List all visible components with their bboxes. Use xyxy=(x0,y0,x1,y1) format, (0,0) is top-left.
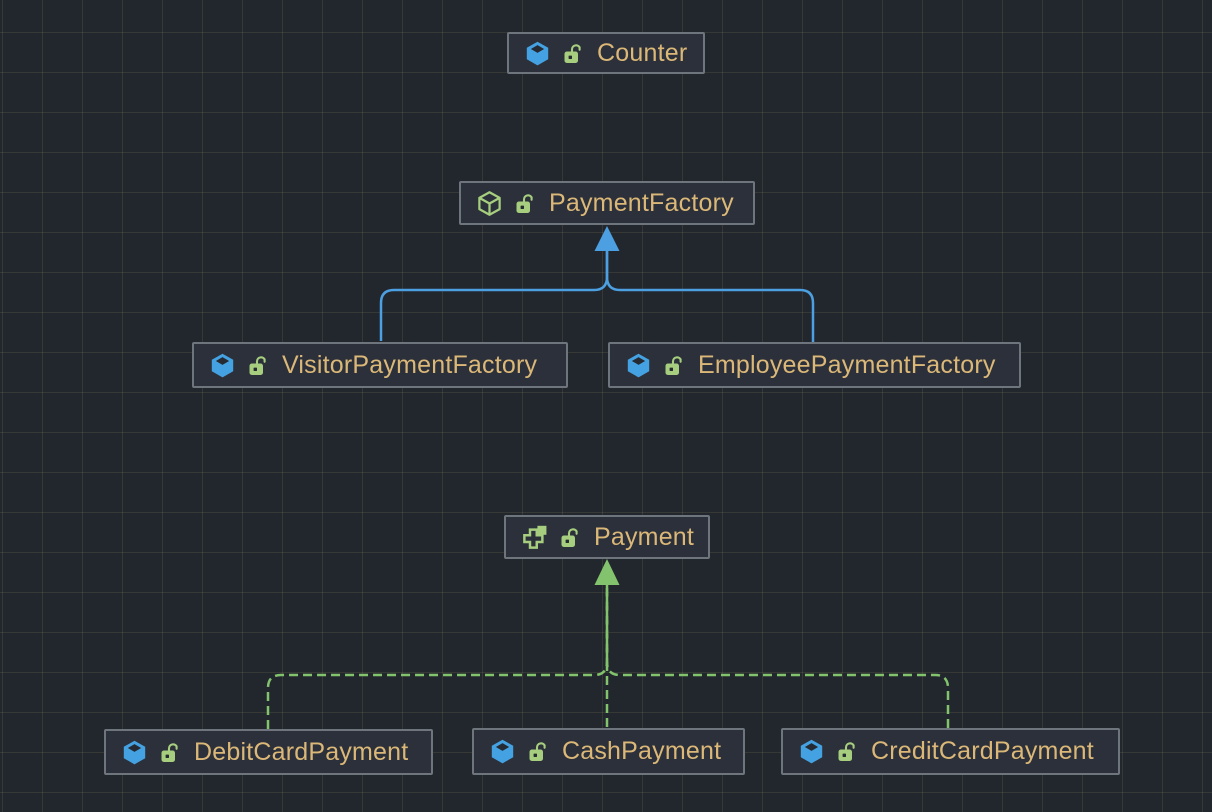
node-label: VisitorPaymentFactory xyxy=(282,350,538,379)
node-label: Payment xyxy=(594,522,695,551)
public-lock-open-icon xyxy=(662,353,684,378)
extends-edge-visitor-payment-factory[interactable] xyxy=(379,249,609,341)
class-node-credit-card-payment[interactable]: CreditCardPayment xyxy=(781,728,1120,775)
node-label: Counter xyxy=(597,38,688,67)
class-icon xyxy=(524,40,551,67)
class-icon xyxy=(209,352,236,379)
abstract-class-icon xyxy=(476,190,503,217)
extends-edges xyxy=(379,226,815,342)
class-node-employee-payment-factory[interactable]: EmployeePaymentFactory xyxy=(608,342,1021,388)
class-node-debit-card-payment[interactable]: DebitCardPayment xyxy=(104,729,433,775)
public-lock-open-icon xyxy=(246,353,268,378)
class-icon xyxy=(121,739,148,766)
implements-arrowhead xyxy=(594,559,620,585)
node-label: CashPayment xyxy=(562,737,722,765)
public-lock-open-icon xyxy=(513,191,535,216)
class-node-cash-payment[interactable]: CashPayment xyxy=(472,728,745,775)
node-label: EmployeePaymentFactory xyxy=(698,350,996,379)
implements-edge-debit-card-payment[interactable] xyxy=(266,584,609,729)
interface-node-payment[interactable]: Payment xyxy=(504,515,710,559)
public-lock-open-icon xyxy=(835,739,857,764)
public-lock-open-icon xyxy=(558,525,580,550)
node-label: DebitCardPayment xyxy=(194,737,409,766)
class-node-counter[interactable]: Counter xyxy=(507,32,705,74)
class-icon xyxy=(489,738,516,765)
node-label: PaymentFactory xyxy=(549,188,734,217)
public-lock-open-icon xyxy=(561,41,583,66)
public-lock-open-icon xyxy=(526,739,548,764)
extends-edge-employee-payment-factory[interactable] xyxy=(605,249,815,342)
class-node-visitor-payment-factory[interactable]: VisitorPaymentFactory xyxy=(192,342,568,388)
node-label: CreditCardPayment xyxy=(871,737,1094,765)
implements-edge-credit-card-payment[interactable] xyxy=(605,584,950,728)
class-icon xyxy=(798,738,825,765)
public-lock-open-icon xyxy=(158,740,180,765)
extends-arrowhead xyxy=(594,226,620,251)
class-icon xyxy=(625,352,652,379)
implements-edges xyxy=(266,559,950,729)
interface-icon xyxy=(521,524,548,551)
abstract-class-node-payment-factory[interactable]: PaymentFactory xyxy=(459,181,755,225)
